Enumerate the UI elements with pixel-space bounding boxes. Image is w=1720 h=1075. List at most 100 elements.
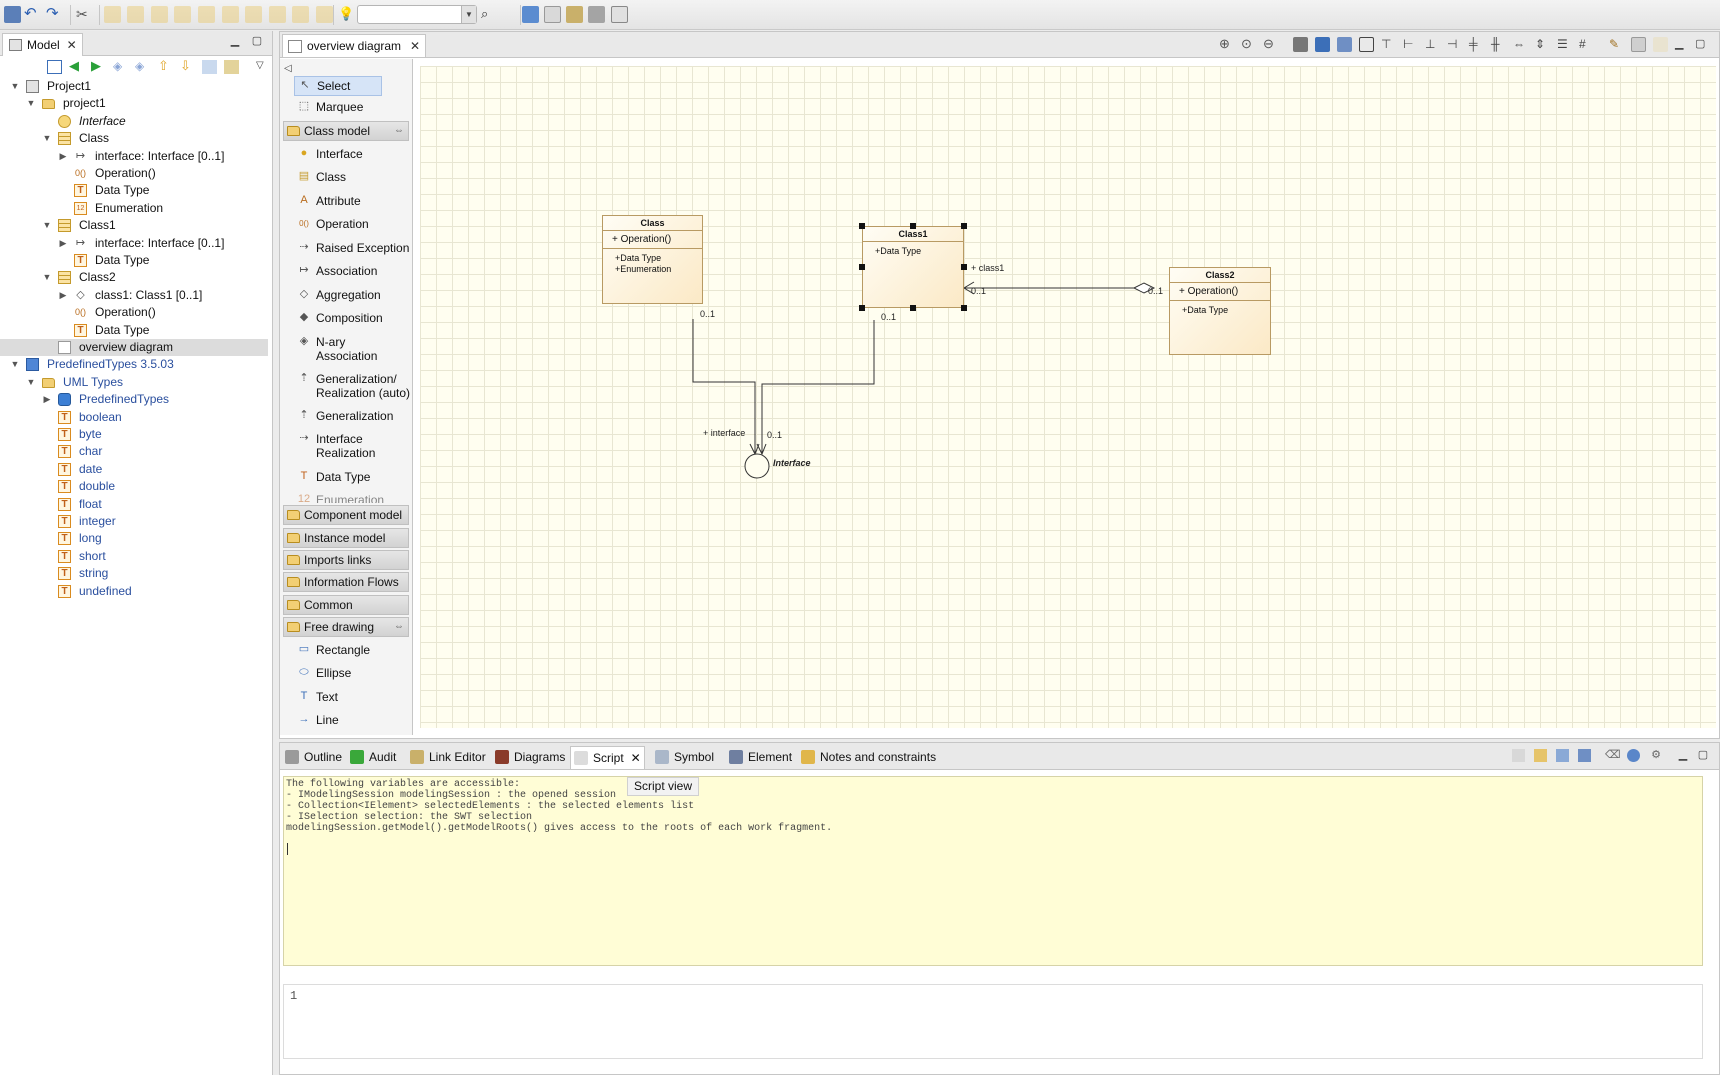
forward-arrow-icon[interactable]: ▶ xyxy=(91,58,101,73)
align-middle-icon[interactable]: ╫ xyxy=(1491,37,1500,51)
run-script-icon[interactable] xyxy=(1627,749,1640,762)
palette-item-n-ary-association[interactable]: ◈N-ary Association xyxy=(294,333,408,365)
export-icon[interactable] xyxy=(1337,37,1352,52)
class-box[interactable]: Class + Operation() +Data Type +Enumerat… xyxy=(602,215,703,304)
tree-item[interactable]: ▶↦interface: Interface [0..1] xyxy=(0,148,268,165)
resize-handle[interactable] xyxy=(859,264,865,270)
view-menu-icon[interactable]: ▽ xyxy=(256,60,264,71)
resize-handle[interactable] xyxy=(910,305,916,311)
palette-group-common[interactable]: Common xyxy=(283,595,409,615)
palette-item-class[interactable]: ▤Class xyxy=(294,168,408,188)
tab-element[interactable]: Element xyxy=(726,746,792,769)
align-top-icon[interactable]: ⊤ xyxy=(1381,37,1392,51)
collapse-all-icon[interactable] xyxy=(47,60,62,74)
tab-notes-and-constraints[interactable]: Notes and constraints xyxy=(798,746,936,769)
maximize-icon[interactable]: ▢ xyxy=(1697,749,1709,761)
create-enumeration-icon[interactable] xyxy=(222,6,239,23)
resize-handle[interactable] xyxy=(961,305,967,311)
tree-item[interactable]: ▶◇class1: Class1 [0..1] xyxy=(0,287,268,304)
create-interface-icon[interactable] xyxy=(174,6,191,23)
tree-item[interactable]: Interface xyxy=(0,113,268,130)
filter-icon[interactable] xyxy=(224,60,239,74)
forward-history-icon[interactable]: ◈ xyxy=(135,59,145,73)
format-painter-icon[interactable]: ✎ xyxy=(1609,37,1620,51)
toolbar-combo[interactable]: ▼ xyxy=(357,5,477,24)
resize-handle[interactable] xyxy=(961,264,967,270)
down-arrow-icon[interactable]: ⇩ xyxy=(180,58,191,73)
open-script-icon[interactable] xyxy=(1534,749,1547,762)
align-center-icon[interactable]: ╪ xyxy=(1469,37,1478,51)
maximize-icon[interactable]: ▢ xyxy=(1695,38,1706,50)
collapsed-twisty-icon[interactable]: ▶ xyxy=(59,289,67,300)
palette-item-association[interactable]: ↦Association xyxy=(294,262,408,282)
minimize-icon[interactable]: ▁ xyxy=(1675,38,1684,50)
open-file-icon[interactable] xyxy=(1556,749,1569,762)
create-signal-icon[interactable] xyxy=(269,6,286,23)
tree-item[interactable]: 0()Operation() xyxy=(0,304,268,321)
create-constraint-icon[interactable] xyxy=(316,6,333,23)
expanded-twisty-icon[interactable]: ▼ xyxy=(10,359,20,370)
grid-snap-icon[interactable]: # xyxy=(1579,37,1586,51)
up-arrow-icon[interactable]: ⇧ xyxy=(158,58,169,73)
palette-group-information-flows[interactable]: Information Flows xyxy=(283,572,409,592)
resize-handle[interactable] xyxy=(961,223,967,229)
tab-diagrams[interactable]: Diagrams xyxy=(492,746,565,769)
expanded-twisty-icon[interactable]: ▼ xyxy=(26,98,36,109)
zoom-out-icon[interactable]: ⊖ xyxy=(1263,36,1274,51)
resize-handle[interactable] xyxy=(859,305,865,311)
link-with-editor-icon[interactable] xyxy=(202,60,217,74)
tree-item[interactable]: ▼Project1 xyxy=(0,78,268,95)
minimize-icon[interactable]: ▁ xyxy=(1678,749,1688,761)
expanded-twisty-icon[interactable]: ▼ xyxy=(42,272,52,283)
palette-group-imports-links[interactable]: Imports links xyxy=(283,550,409,570)
palette-item-aggregation[interactable]: ◇Aggregation xyxy=(294,286,408,306)
collapsed-twisty-icon[interactable]: ▶ xyxy=(43,394,51,405)
tab-audit[interactable]: Audit xyxy=(347,746,396,769)
palette-item-interface[interactable]: ●Interface xyxy=(294,145,408,165)
clear-icon[interactable]: ⌫ xyxy=(1605,749,1621,761)
create-project-icon[interactable] xyxy=(104,6,121,23)
back-history-icon[interactable]: ◈ xyxy=(113,59,123,73)
palette-item-marquee[interactable]: ⬚Marquee xyxy=(294,98,408,118)
tab-link-editor[interactable]: Link Editor xyxy=(407,746,486,769)
pin-icon[interactable]: ⇔ xyxy=(394,621,404,632)
script-output[interactable]: The following variables are accessible: … xyxy=(283,776,1703,966)
palette-group-component-model[interactable]: Component model xyxy=(283,505,409,525)
select-all-icon[interactable] xyxy=(1359,37,1374,52)
tree-item[interactable]: 0()Operation() xyxy=(0,165,268,182)
palette-item-ellipse[interactable]: ⬭Ellipse xyxy=(294,664,408,684)
distribute-icon[interactable]: ☰ xyxy=(1557,37,1568,51)
collapse-palette-icon[interactable]: ◁ xyxy=(284,63,292,74)
expanded-twisty-icon[interactable]: ▼ xyxy=(10,81,20,91)
align-left-icon[interactable]: ⊢ xyxy=(1403,37,1414,51)
close-icon[interactable]: ✕ xyxy=(409,39,421,53)
diagram-view-icon[interactable] xyxy=(566,6,583,23)
palette-item-raised-exception[interactable]: ⇢Raised Exception xyxy=(294,239,409,259)
script-input[interactable]: 1 xyxy=(283,984,1703,1059)
tab-overview-diagram[interactable]: overview diagram ✕ xyxy=(282,34,427,57)
open-folder-icon[interactable] xyxy=(522,6,539,23)
same-height-icon[interactable]: ⇕ xyxy=(1535,37,1546,51)
create-class-icon[interactable] xyxy=(151,6,168,23)
palette-item-select[interactable]: ↖Select xyxy=(294,76,382,96)
expanded-twisty-icon[interactable]: ▼ xyxy=(42,133,52,144)
diagram-canvas[interactable]: Class + Operation() +Data Type +Enumerat… xyxy=(420,66,1716,728)
binoculars-icon[interactable]: ⌕ xyxy=(481,6,489,21)
palette-group-free-drawing[interactable]: Free drawing⇔ xyxy=(283,617,409,637)
